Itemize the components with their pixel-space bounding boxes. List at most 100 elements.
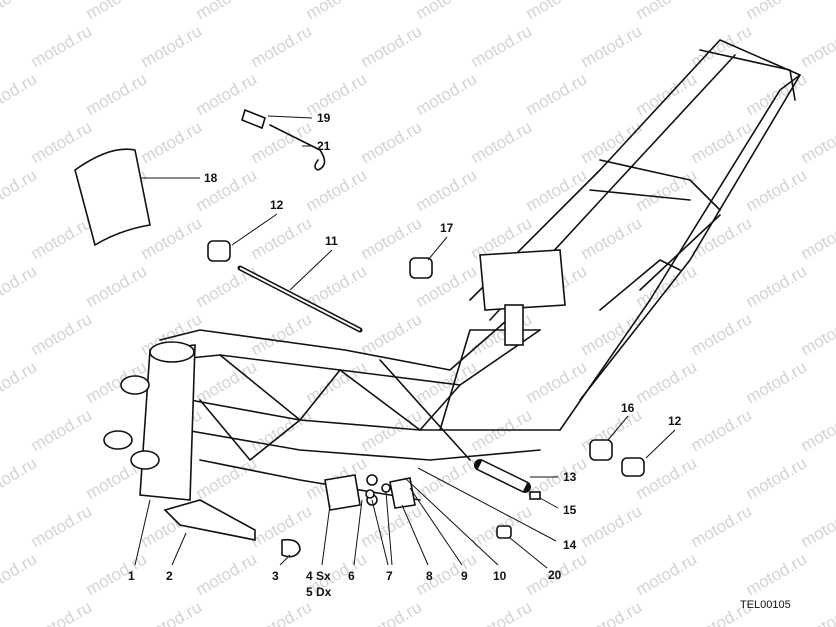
watermark-text: motod.ru: [193, 261, 261, 311]
part-3-clamp: [281, 538, 301, 558]
watermark-text: motod.ru: [798, 405, 836, 455]
watermark-text: motod.ru: [578, 213, 646, 263]
callout-1: 1: [128, 569, 135, 583]
callout-5-dx: 5 Dx: [306, 585, 332, 599]
watermark-text: motod.ru: [798, 309, 836, 359]
watermark-text: motod.ru: [413, 549, 481, 599]
callout-17: 17: [440, 221, 454, 235]
callout-labels: 19 21 18 12 11 17 16 12 13 15 14 20 1 2 …: [128, 111, 791, 611]
watermark-text: motod.ru: [83, 69, 151, 119]
watermark-text: motod.ru: [28, 501, 96, 551]
callout-7: 7: [386, 569, 393, 583]
watermark-text: motod.ru: [28, 405, 96, 455]
watermark-text: motod.ru: [28, 117, 96, 167]
watermark-text: motod.ru: [798, 213, 836, 263]
part-12-bushing-right: [621, 457, 645, 477]
watermark-text: motod.ru: [743, 0, 811, 23]
callout-8: 8: [426, 569, 433, 583]
watermark-text: motod.ru: [248, 309, 316, 359]
watermark-text: motod.ru: [633, 549, 701, 599]
callout-20: 20: [548, 568, 562, 582]
watermark-text: motod.ru: [0, 0, 40, 23]
part-21-pin: [269, 124, 326, 171]
watermark-text: motod.ru: [688, 117, 756, 167]
part-12-bushing: [207, 240, 231, 262]
callout-6: 6: [348, 569, 355, 583]
watermark-text: motod.ru: [83, 549, 151, 599]
watermark-text: motod.ru: [743, 357, 811, 407]
watermark-text: motod.ru: [633, 357, 701, 407]
callout-9: 9: [461, 569, 468, 583]
watermark-text: motod.ru: [743, 261, 811, 311]
watermark-text: motod.ru: [798, 597, 836, 627]
callout-12-right: 12: [668, 414, 682, 428]
watermark-text: motod.ru: [688, 213, 756, 263]
watermark-text: motod.ru: [633, 69, 701, 119]
callout-21: 21: [317, 139, 331, 153]
watermark-text: motod.ru: [688, 309, 756, 359]
watermark-text: motod.ru: [248, 21, 316, 71]
callout-18: 18: [204, 171, 218, 185]
watermark-text: motod.ru: [193, 549, 261, 599]
watermark-text: motod.ru: [358, 309, 426, 359]
watermark-text: motod.ru: [578, 597, 646, 627]
watermark-text: motod.ru: [83, 0, 151, 23]
watermark-text: motod.ru: [468, 597, 536, 627]
watermark-text: motod.ru: [303, 357, 371, 407]
callout-16: 16: [621, 401, 635, 415]
callout-11: 11: [325, 234, 338, 248]
watermark-text: motod.ru: [0, 165, 40, 215]
watermark-text: motod.ru: [358, 405, 426, 455]
part-17-bushing: [409, 257, 433, 279]
part-18-decal: [74, 148, 151, 247]
watermark-text: motod.ru: [0, 69, 40, 119]
callout-4-sx: 4 Sx: [306, 569, 331, 583]
watermark-text: motod.ru: [413, 0, 481, 23]
callout-19: 19: [317, 111, 331, 125]
watermark-text: motod.ru: [193, 0, 261, 23]
watermark-text: motod.ru: [743, 453, 811, 503]
watermark-text: motod.ru: [358, 597, 426, 627]
watermark-text: motod.ru: [303, 165, 371, 215]
watermark-text: motod.ru: [28, 21, 96, 71]
part-4-bracket: [324, 474, 361, 511]
callout-14: 14: [563, 538, 577, 552]
part-15-screw: [529, 491, 541, 500]
watermark-text: motod.ru: [633, 0, 701, 23]
callout-3: 3: [272, 569, 279, 583]
watermark-text: motod.ru: [0, 549, 40, 599]
watermark-text: motod.ru: [248, 213, 316, 263]
watermark-text: motod.ru: [523, 0, 591, 23]
watermark-text: motod.ru: [138, 117, 206, 167]
watermark-text: motod.ru: [138, 21, 206, 71]
part-8-bracket: [389, 477, 416, 509]
callout-2: 2: [166, 569, 173, 583]
watermark-text: motod.ru: [0, 453, 40, 503]
watermark-text: motod.ru: [358, 501, 426, 551]
watermark-text: motod.ru: [358, 21, 426, 71]
watermark-text: motod.ru: [468, 117, 536, 167]
watermark-text: motod.ru: [578, 309, 646, 359]
drawing-code: TEL00105: [740, 599, 791, 611]
watermark-text: motod.ru: [358, 117, 426, 167]
callout-10: 10: [493, 569, 507, 583]
watermark-text: motod.ru: [193, 165, 261, 215]
part-2-plate: [163, 499, 256, 541]
watermark-text: motod.ru: [303, 0, 371, 23]
callout-13: 13: [563, 470, 577, 484]
watermark-text: motod.ru: [413, 69, 481, 119]
watermark-text: motod.ru: [413, 165, 481, 215]
watermark-text: motod.ru: [523, 69, 591, 119]
leader-lines: [134, 115, 676, 569]
watermark-text: motod.ru: [468, 21, 536, 71]
part-19-plug: [241, 108, 266, 130]
part-20-nut: [496, 525, 512, 539]
watermark-text: motod.ru: [578, 21, 646, 71]
watermark-text: motod.ru: [743, 165, 811, 215]
watermark-text: motod.ru: [688, 501, 756, 551]
part-16-bushing: [589, 439, 613, 461]
watermark-text: motod.ru: [28, 597, 96, 627]
frame-parts: [74, 108, 645, 558]
